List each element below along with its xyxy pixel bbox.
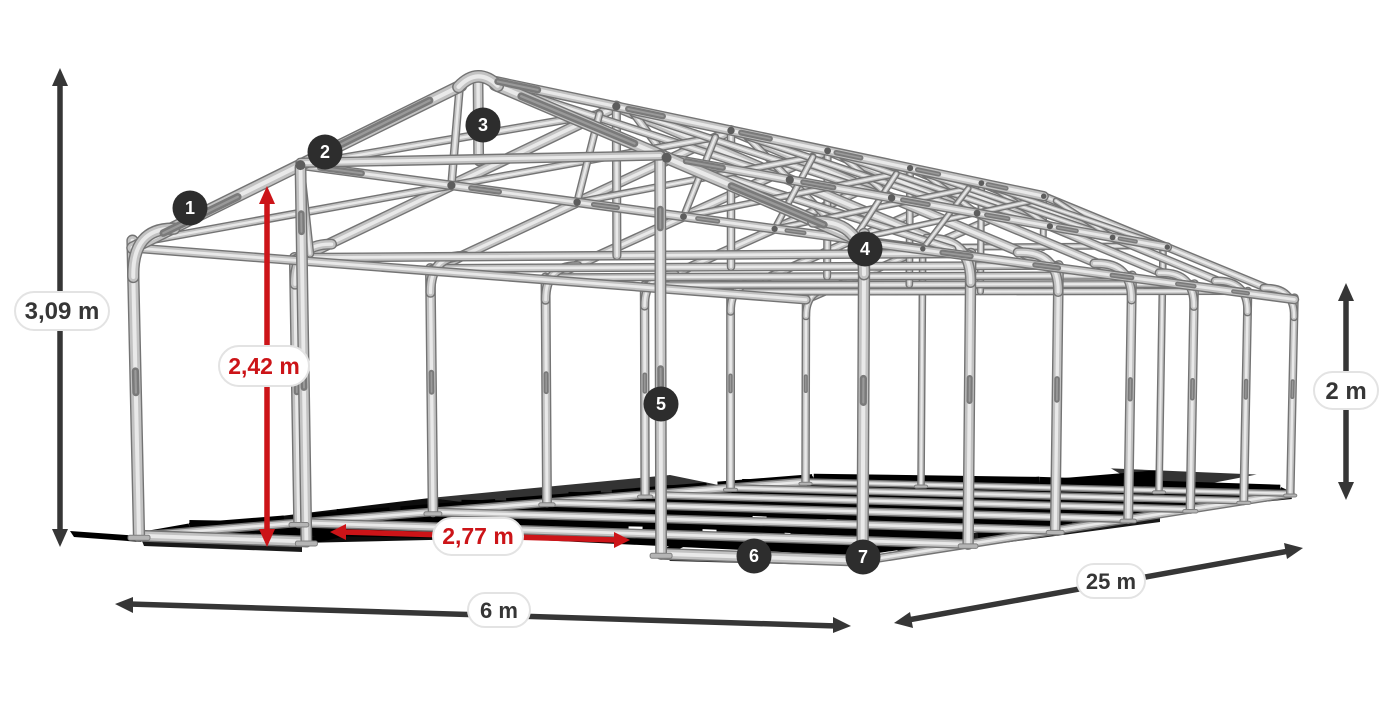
svg-text:25 m: 25 m [1086, 569, 1136, 594]
svg-text:1: 1 [185, 198, 195, 218]
svg-text:2,77 m: 2,77 m [442, 523, 514, 549]
svg-text:6: 6 [749, 546, 759, 566]
svg-text:6 m: 6 m [480, 598, 518, 623]
svg-text:2: 2 [320, 142, 330, 162]
svg-text:5: 5 [656, 394, 666, 414]
svg-text:2,42 m: 2,42 m [228, 353, 300, 379]
svg-text:3,09 m: 3,09 m [25, 298, 100, 325]
svg-text:4: 4 [860, 239, 870, 259]
svg-text:3: 3 [478, 115, 488, 135]
svg-text:2 m: 2 m [1325, 378, 1366, 405]
svg-text:7: 7 [858, 547, 868, 567]
